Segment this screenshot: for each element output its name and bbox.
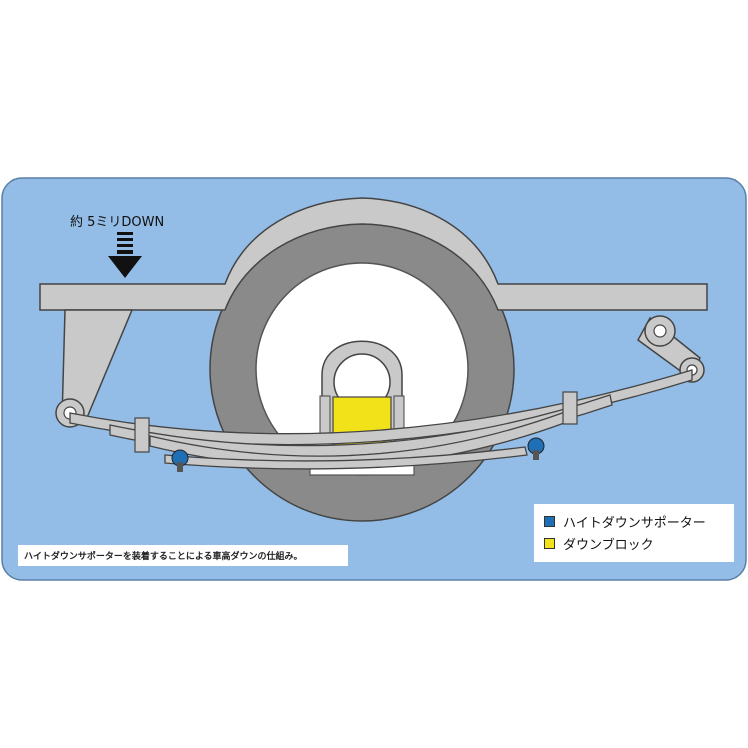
legend-swatch-supporter (544, 515, 555, 527)
leaf-spring-helper (164, 446, 528, 470)
down-amount-label: 約 5ミリDOWN (70, 215, 164, 230)
down-arrow-icon (108, 232, 142, 278)
supporter-rear-bolt (533, 450, 539, 460)
legend: ハイトダウンサポーター ダウンブロック (534, 504, 734, 562)
shackle-upper-bolt (653, 324, 667, 338)
legend-item-supporter: ハイトダウンサポーター (544, 510, 724, 532)
supporter-front-bolt (177, 462, 183, 472)
chassis-frame (39, 197, 708, 311)
legend-label-down-block: ダウンブロック (563, 537, 654, 553)
legend-swatch-down-block (544, 537, 555, 549)
spring-clip-rear (562, 391, 578, 425)
caption: ハイトダウンサポーターを装着することによる車高ダウンの仕組み。 (18, 545, 348, 566)
legend-label-supporter: ハイトダウンサポーター (563, 515, 706, 531)
spring-clip-front (134, 417, 150, 453)
legend-item-down-block: ダウンブロック (544, 532, 724, 554)
